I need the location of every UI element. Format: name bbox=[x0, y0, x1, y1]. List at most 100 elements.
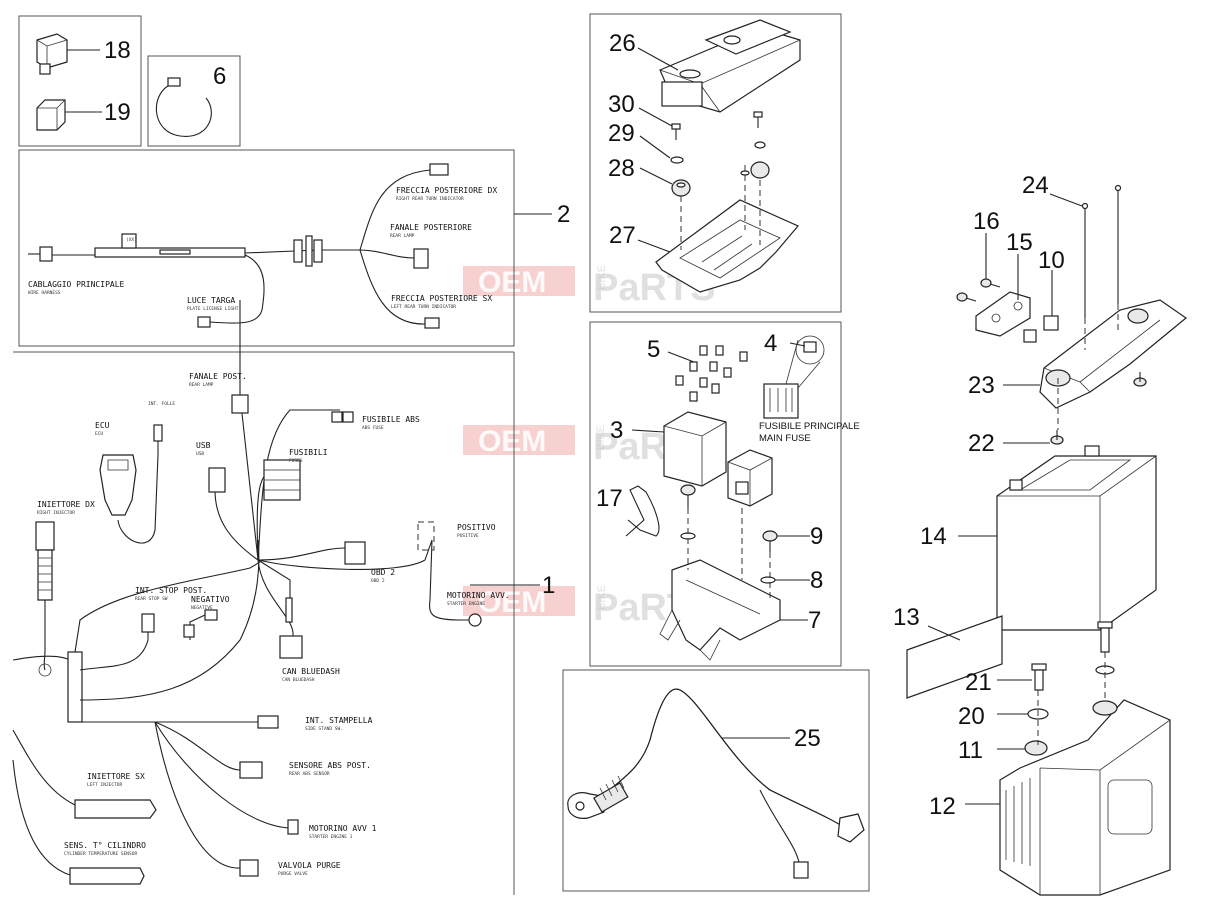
cable-clamp-6[interactable]: 6 bbox=[155, 63, 226, 137]
relay-18[interactable]: 18 bbox=[36, 33, 131, 75]
label-rear-lamp: FANALE POST. bbox=[189, 372, 247, 381]
label-ecu: ECU bbox=[95, 421, 110, 430]
callout-6: 6 bbox=[213, 63, 226, 90]
rear-wiring-harness-2[interactable]: (XX) CABLAGGIO PRINCIPALE WIRE HARNESS L… bbox=[28, 163, 497, 329]
clip-nut-10[interactable]: 10 bbox=[1023, 247, 1065, 343]
screw-22[interactable]: 22 bbox=[968, 430, 1064, 457]
box-relays bbox=[18, 15, 142, 147]
callout-2: 2 bbox=[557, 201, 570, 228]
battery-cover-23[interactable]: 23 bbox=[968, 299, 1187, 430]
pad-13[interactable]: 13 bbox=[893, 604, 1003, 699]
label-neutral-switch: INT. FOLLE bbox=[148, 401, 175, 407]
label-starter: MOTORINO AVV. bbox=[447, 591, 510, 600]
label-obd: OBD 2 bbox=[371, 568, 395, 577]
label-fuses: FUSIBILI bbox=[289, 448, 328, 457]
label-cylinder-temp-en: CYLINDER TEMPERATURE SENSOR bbox=[64, 851, 137, 857]
box-rear-harness bbox=[18, 149, 515, 347]
watermark-brand-mid: BIKE bbox=[596, 265, 608, 290]
ecu-washer-29[interactable]: 29 bbox=[608, 120, 766, 164]
label-tail-lamp-en: REAR LAMP bbox=[390, 233, 415, 239]
bracket-15[interactable]: 15 bbox=[975, 229, 1033, 337]
label-injector-left: INIETTORE SX bbox=[87, 772, 145, 781]
label-cylinder-temp: SENS. T° CILINDRO bbox=[64, 841, 146, 850]
label-main-harness-en: WIRE HARNESS bbox=[28, 290, 61, 296]
label-rear-stop: INT. STOP POST. bbox=[135, 586, 207, 595]
battery-cable-25[interactable]: 25 bbox=[567, 688, 865, 879]
callout-11: 11 bbox=[958, 737, 983, 764]
label-can-bluedash-en: CAN BLUEDASH bbox=[282, 677, 315, 683]
callout-25: 25 bbox=[794, 725, 821, 752]
spacer-20[interactable]: 20 bbox=[958, 703, 1049, 730]
watermark-bottom: OEM BIKE PaRTS bbox=[463, 585, 715, 629]
clip-17[interactable]: 17 bbox=[596, 485, 660, 537]
label-tail-lamp: FANALE POSTERIORE bbox=[390, 223, 472, 232]
label-injector-right: INIETTORE DX bbox=[37, 500, 95, 509]
label-starter-1: MOTORINO AVV 1 bbox=[309, 824, 377, 833]
label-injector-right-en: RIGHT INJECTOR bbox=[37, 510, 75, 516]
box-battery-cable bbox=[562, 669, 870, 892]
ecu-screw-30[interactable]: 30 bbox=[608, 91, 763, 140]
label-abs-fuse: FUSIBILE ABS bbox=[362, 415, 420, 424]
battery-tray-12[interactable]: 12 bbox=[929, 652, 1171, 896]
label-injector-left-en: LEFT INJECTOR bbox=[87, 782, 123, 788]
label-obd-en: OBD 2 bbox=[371, 578, 385, 584]
washer-8[interactable]: 8 bbox=[680, 532, 823, 594]
label-positive: POSITIVO bbox=[457, 523, 496, 532]
callout-13: 13 bbox=[893, 604, 920, 631]
label-turn-left-en: LEFT REAR TURN INDICATOR bbox=[391, 304, 456, 310]
watermark-brand-left: OEM bbox=[478, 586, 546, 619]
label-starter-1-en: STARTER ENGINE 1 bbox=[309, 834, 353, 840]
label-can-bluedash: CAN BLUEDASH bbox=[282, 667, 340, 676]
callout-16: 16 bbox=[973, 208, 1000, 235]
callout-22: 22 bbox=[968, 430, 995, 457]
grommet-11[interactable]: 11 bbox=[958, 737, 1048, 764]
watermark-brand-mid: BIKE bbox=[595, 425, 607, 450]
callout-27: 27 bbox=[609, 222, 636, 249]
fuse-holder-19[interactable]: 19 bbox=[36, 99, 131, 131]
label-side-stand-en: SIDE STAND SW. bbox=[305, 726, 343, 732]
ecu-26[interactable]: 26 bbox=[609, 19, 801, 113]
fuse-box-3[interactable]: 3 bbox=[610, 411, 773, 507]
watermark-brand-mid: BIKE bbox=[596, 585, 608, 610]
callout-18: 18 bbox=[104, 37, 131, 64]
callout-26: 26 bbox=[609, 30, 636, 57]
box-clamp bbox=[147, 55, 241, 147]
label-abs-fuse-en: ABS FUSE bbox=[362, 425, 384, 431]
callout-30: 30 bbox=[608, 91, 635, 118]
long-bolt-24[interactable]: 24 bbox=[1022, 172, 1122, 318]
label-turn-left: FRECCIA POSTERIORE SX bbox=[391, 294, 492, 303]
callout-19: 19 bbox=[104, 99, 131, 126]
fuses-5[interactable]: 5 bbox=[647, 336, 748, 402]
label-negative-en: NEGATIVE bbox=[191, 605, 213, 611]
label-abs-sensor-en: REAR ABS SENSOR bbox=[289, 771, 330, 777]
box-fuses bbox=[589, 321, 842, 667]
ecu-bracket-27[interactable]: 27 bbox=[609, 165, 799, 293]
label-turn-right: FRECCIA POSTERIORE DX bbox=[396, 186, 497, 195]
callout-21: 21 bbox=[965, 669, 992, 696]
fuse-bracket-7[interactable]: 7 bbox=[659, 508, 821, 661]
box-ecu bbox=[589, 13, 842, 313]
label-main-harness: CABLAGGIO PRINCIPALE bbox=[28, 280, 125, 289]
callout-28: 28 bbox=[608, 155, 635, 182]
callout-15: 15 bbox=[1006, 229, 1033, 256]
label-main-fuse-en: MAIN FUSE bbox=[759, 433, 811, 444]
callout-24: 24 bbox=[1022, 172, 1049, 199]
label-side-stand: INT. STAMPELLA bbox=[305, 716, 373, 725]
label-rear-lamp-en: REAR LAMP bbox=[189, 382, 214, 388]
svg-text:(XX): (XX) bbox=[126, 237, 137, 243]
label-main-fuse: FUSIBILE PRINCIPALE bbox=[759, 421, 860, 432]
callout-14: 14 bbox=[920, 523, 947, 550]
main-wiring-harness-1[interactable]: FANALE POST. REAR LAMP INT. FOLLE ECU EC… bbox=[12, 300, 510, 885]
label-purge-valve: VALVOLA PURGE bbox=[278, 861, 341, 870]
battery-14[interactable]: 14 bbox=[920, 445, 1157, 631]
screw-9[interactable]: 9 bbox=[680, 484, 823, 552]
callout-5: 5 bbox=[647, 336, 660, 363]
bolt-16[interactable]: 16 bbox=[956, 208, 1001, 302]
main-fuse-4[interactable]: 4 FUSIBILE PRINCIPALE MAIN FUSE bbox=[759, 330, 860, 444]
screw-21[interactable]: 21 bbox=[965, 621, 1115, 696]
callout-29: 29 bbox=[608, 120, 635, 147]
watermark-brand-left: OEM bbox=[478, 266, 546, 299]
label-turn-right-en: RIGHT REAR TURN INDICATOR bbox=[396, 196, 464, 202]
callout-8: 8 bbox=[810, 567, 823, 594]
